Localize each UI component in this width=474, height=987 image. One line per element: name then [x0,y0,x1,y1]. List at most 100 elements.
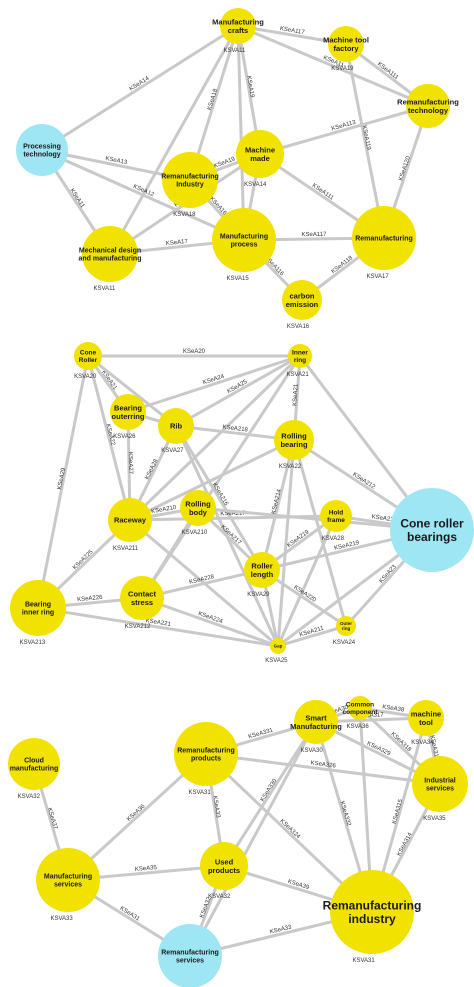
node-circle[interactable] [108,498,152,542]
node-circle[interactable] [10,580,66,636]
edge-rib-rl [174,424,264,572]
node-circle[interactable] [244,552,280,588]
node-tag: KSVA29 [247,592,270,598]
node-circle[interactable] [174,722,238,786]
node-circle[interactable] [336,616,356,636]
node-circle[interactable] [408,700,444,736]
node-circle[interactable] [390,488,474,572]
node-label: services [176,957,204,964]
node-tag: KSVA31 [188,790,211,796]
node-circle[interactable] [8,738,60,790]
node-circle[interactable] [82,226,138,282]
edge-label: KSeA214 [271,488,283,515]
graph-remanufacturing-industry: KSeA37KSeA38KSeA30KSeA318KSeA317KSeA316K… [8,696,468,987]
node-label: Machine tool [323,35,369,44]
edge-label: KSeA21 [292,383,300,406]
node-label: Processing [23,143,61,150]
node-circle[interactable] [212,208,276,272]
node-circle[interactable] [412,756,468,812]
node-circle[interactable] [406,84,450,128]
node-label: frame [327,517,345,524]
edge-cr-rw [86,354,132,522]
node-circle[interactable] [158,924,222,987]
node-circle[interactable] [110,394,146,430]
node-circle[interactable] [120,576,164,620]
node-tag: KSVA212 [125,624,151,630]
node-label: Used [215,857,234,866]
edge-label: KSeA318 [389,731,412,753]
edge-ir-bo [126,354,302,414]
node-circle[interactable] [162,152,218,208]
edge-label: KSeA316 [428,735,439,762]
node-circle[interactable] [328,26,364,62]
node-circle[interactable] [320,500,352,532]
node-label: process [231,241,258,248]
node-circle[interactable] [282,280,322,320]
node-circle[interactable] [330,870,414,954]
node-circle[interactable] [274,420,314,460]
node-circle[interactable] [180,490,216,526]
edge-label: KSeA17 [166,239,189,247]
node-label: industry [348,912,396,926]
node-circle[interactable] [200,842,248,890]
node-circle[interactable] [348,696,372,720]
node-circle[interactable] [236,130,284,178]
node-circle[interactable] [16,124,68,176]
node-label: Machine [245,145,275,154]
node-circle[interactable] [288,344,312,368]
node-circle[interactable] [220,8,256,44]
node-label: Industrial [424,777,456,784]
node-tag: KSVA16 [287,324,310,330]
node-circle[interactable] [36,848,100,912]
edge-mc-mdm [108,24,240,256]
node-label: Cone [80,350,97,357]
edge-mc-mtf [236,24,348,46]
node-circle[interactable] [294,700,338,744]
edge-label: KSeA36 [126,803,147,823]
node-circle[interactable] [158,408,194,444]
node-circle[interactable] [74,342,102,370]
node-tag: KSVA20 [74,374,97,380]
node-label: Inner [292,350,308,357]
edge-label: KSeA22 [104,423,115,446]
node-label: component [342,709,378,716]
node-circle[interactable] [352,206,416,270]
node-tag: KSVA33 [50,916,73,922]
node-circle[interactable] [270,638,286,654]
